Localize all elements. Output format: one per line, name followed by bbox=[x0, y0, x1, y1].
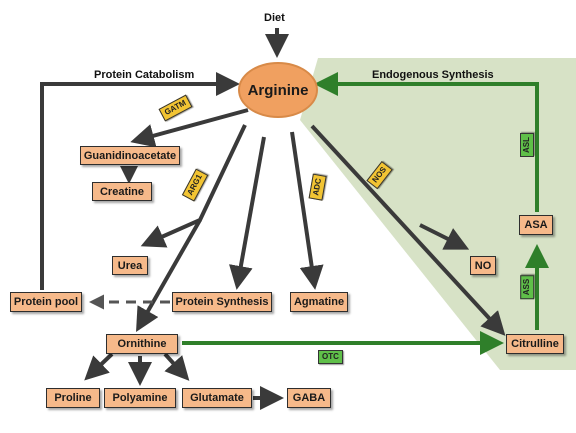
asa-node: ASA bbox=[519, 215, 553, 235]
ornithine-node: Ornithine bbox=[106, 334, 178, 354]
protein-pool-node: Protein pool bbox=[10, 292, 82, 312]
endogenous-synthesis-panel bbox=[300, 58, 576, 370]
no-node: NO bbox=[470, 256, 496, 275]
protein-catabolism-label: Protein Catabolism bbox=[94, 69, 195, 81]
diet-label: Diet bbox=[264, 12, 285, 24]
ornithine-to-glutamate-arrow bbox=[163, 352, 190, 381]
protein-synthesis-node: Protein Synthesis bbox=[172, 292, 272, 312]
guanidinoacetate-node: Guanidinoacetate bbox=[80, 146, 180, 165]
citrulline-node: Citrulline bbox=[506, 334, 564, 354]
urea-node: Urea bbox=[112, 256, 148, 275]
glutamate-node: Glutamate bbox=[182, 388, 252, 408]
asl-arrow bbox=[314, 72, 539, 212]
arginine-node: Arginine bbox=[238, 62, 318, 118]
nos-arrow bbox=[310, 124, 506, 336]
ornithine-to-proline-arrow bbox=[84, 352, 114, 381]
agmatine-node: Agmatine bbox=[290, 292, 348, 312]
asl-enzyme-tag: ASL bbox=[520, 133, 534, 157]
polyamine-node: Polyamine bbox=[104, 388, 176, 408]
arg1-to-ornithine-arrow bbox=[136, 219, 202, 332]
ass-enzyme-tag: ASS bbox=[520, 274, 535, 300]
otc-enzyme-tag: OTC bbox=[318, 350, 343, 364]
endogenous-synthesis-label: Endogenous Synthesis bbox=[372, 69, 494, 81]
gatm-arrow bbox=[130, 108, 249, 148]
protein-catabolism-arrow bbox=[40, 72, 240, 290]
adc-arrow bbox=[290, 131, 324, 290]
protein-synthesis-arrow bbox=[229, 136, 266, 290]
nos-to-no-arrow bbox=[419, 223, 470, 250]
proline-node: Proline bbox=[46, 388, 100, 408]
creatine-node: Creatine bbox=[92, 182, 152, 201]
gaba-node: GABA bbox=[287, 388, 331, 408]
